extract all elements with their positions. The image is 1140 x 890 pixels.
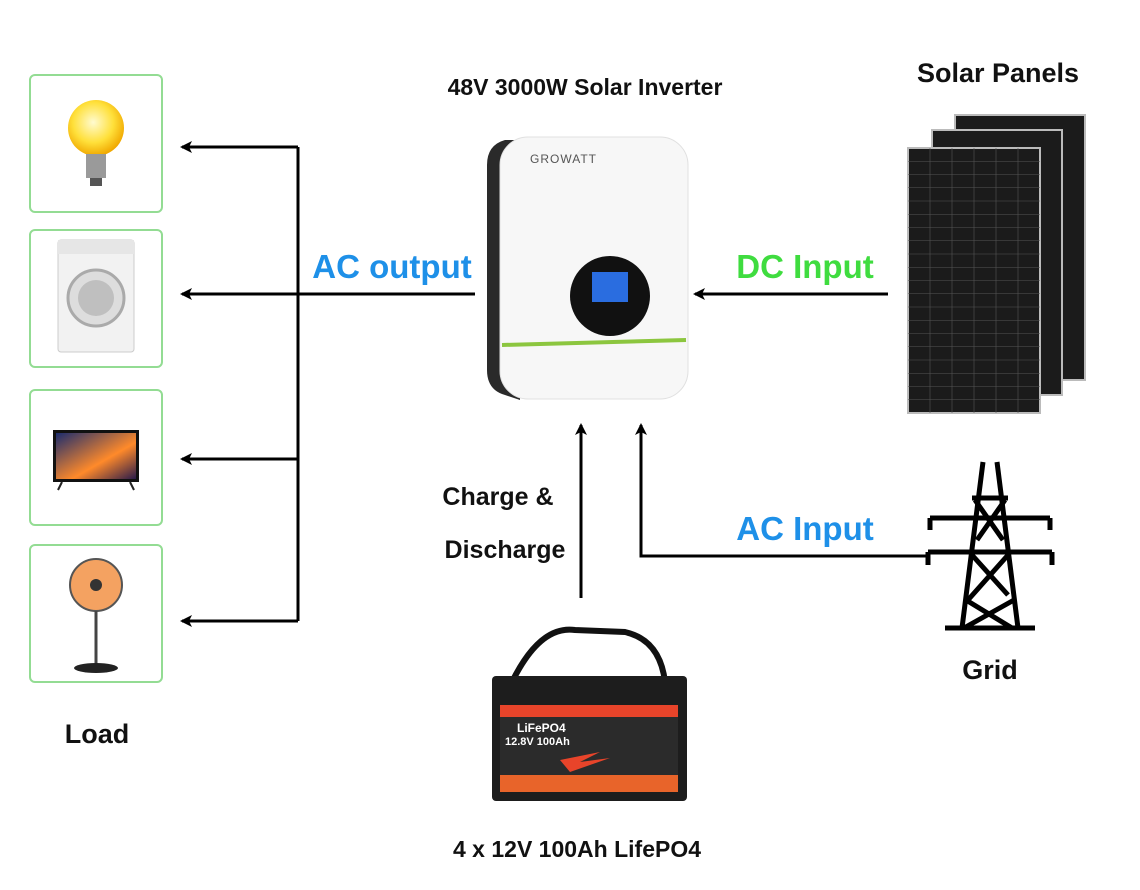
load-light-bulb xyxy=(29,74,163,213)
charge-label: Charge & xyxy=(442,483,554,511)
battery: LiFePO4 12.8V 100Ah xyxy=(492,626,687,801)
dc-input-label: DC Input xyxy=(736,248,874,285)
load-washing-machine xyxy=(29,229,163,368)
grid-label: Grid xyxy=(962,655,1018,685)
solar-panels-label: Solar Panels xyxy=(916,58,1080,88)
light-bulb-icon xyxy=(68,100,124,156)
television-icon xyxy=(53,430,139,491)
ac-output-lines xyxy=(180,141,475,627)
discharge-label: Discharge xyxy=(444,536,566,564)
washing-machine-icon xyxy=(57,239,135,353)
ac-input-arrow xyxy=(635,423,930,558)
load-television xyxy=(29,389,163,526)
fan-icon xyxy=(69,558,123,673)
battery-label: 4 x 12V 100Ah LifePO4 xyxy=(452,836,702,862)
battery-spec-text: 12.8V 100Ah xyxy=(505,736,570,748)
battery-chem-text: LiFePO4 xyxy=(517,721,566,735)
load-label: Load xyxy=(64,719,130,749)
load-fan xyxy=(29,544,163,683)
inverter-brand: GROWATT xyxy=(530,152,597,166)
power-tower-icon xyxy=(925,461,1055,631)
inverter-title: 48V 3000W Solar Inverter xyxy=(447,74,723,100)
solar-panels xyxy=(907,114,1086,414)
ac-input-label: AC Input xyxy=(736,510,874,547)
inverter: GROWATT xyxy=(487,136,689,400)
ac-output-label: AC output xyxy=(312,248,472,285)
